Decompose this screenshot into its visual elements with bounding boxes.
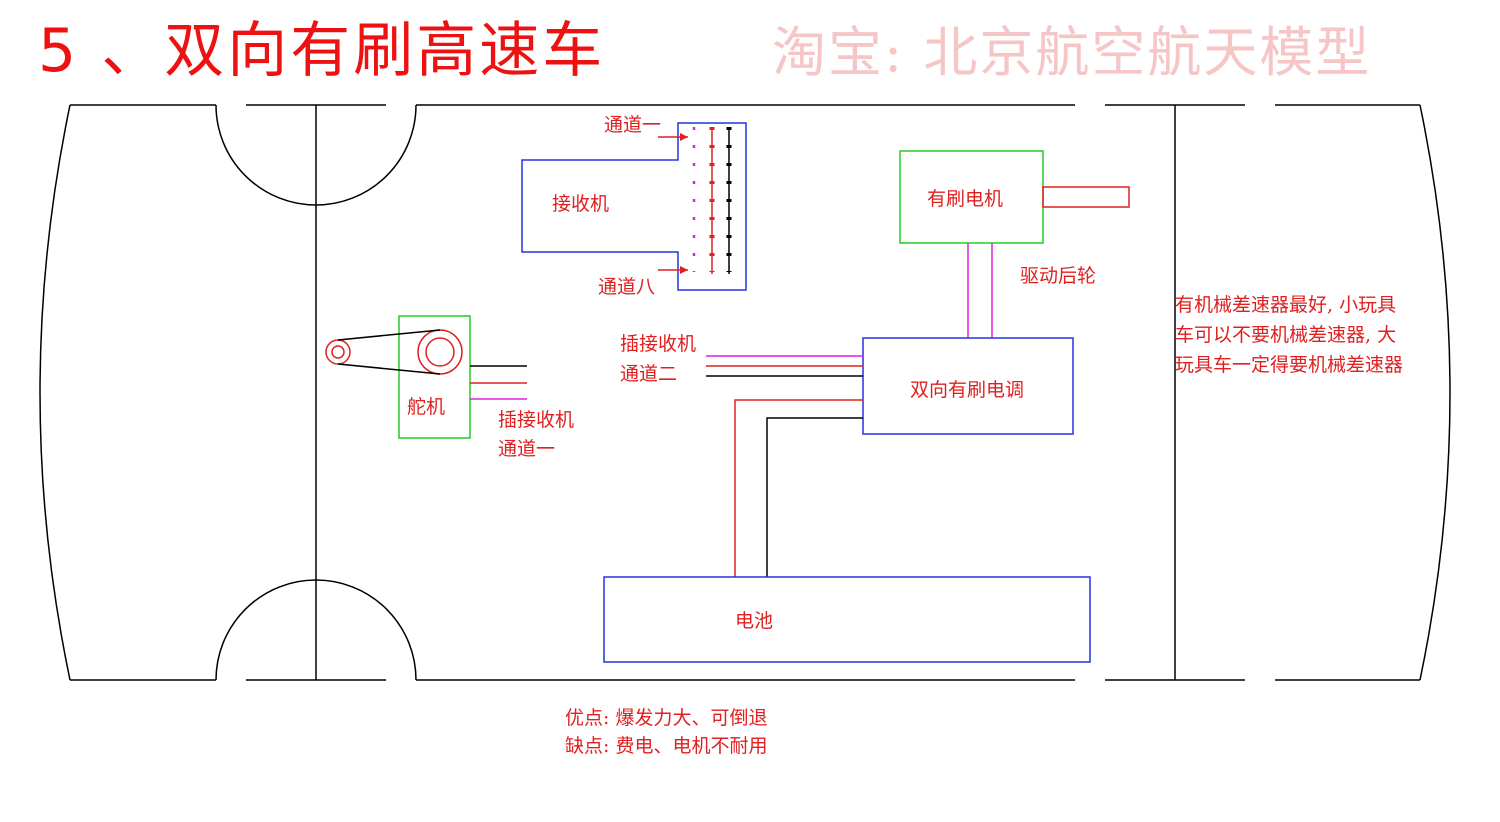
channel-1-arrowhead: [680, 133, 688, 141]
channel-2-label: 通道二: [620, 363, 677, 385]
servo: 舵机 插接收机 通道一: [325, 315, 574, 460]
motor-shaft: [1042, 186, 1130, 208]
esc-label: 双向有刷电调: [910, 379, 1024, 401]
receiver: 接收机 通道一 通道八: [521, 114, 747, 298]
servo-label: 舵机: [407, 396, 445, 418]
left-chassis-edge: [39, 104, 71, 681]
note-line-1: 有机械差速器最好, 小玩具: [1175, 294, 1396, 316]
battery: 电池: [603, 576, 1091, 663]
servo-channel-1-label: 通道一: [498, 438, 555, 460]
esc: 双向有刷电调: [862, 337, 1074, 435]
servo-arm-top: [337, 329, 441, 341]
brushed-motor: 有刷电机 驱动后轮: [899, 150, 1130, 287]
battery-lead-black: [766, 417, 863, 577]
receiver-box: [521, 122, 747, 291]
servo-arm-bottom: [337, 363, 441, 375]
servo-horn-large-inner: [425, 337, 455, 367]
right-chassis-edge: [1419, 104, 1451, 681]
battery-label: 电池: [735, 610, 773, 632]
servo-horn-small-outer: [325, 339, 351, 365]
battery-leads: [734, 399, 863, 577]
battery-lead-red: [734, 399, 863, 577]
motor-wires: [967, 243, 993, 338]
cons-text: 缺点: 费电、电机不耐用: [565, 735, 767, 757]
servo-box: [398, 315, 471, 439]
diagram-title: 5 、双向有刷高速车: [38, 16, 606, 86]
motor-label: 有刷电机: [927, 188, 1003, 210]
channel-8-label: 通道八: [598, 276, 655, 298]
servo-horn-small-inner: [331, 345, 345, 359]
battery-box: [603, 576, 1091, 663]
drive-rear-label: 驱动后轮: [1020, 265, 1096, 287]
esc-box: [862, 337, 1074, 435]
receiver-label: 接收机: [552, 193, 609, 215]
channel-8-arrowhead: [680, 266, 688, 274]
car-chassis: [39, 104, 1451, 681]
plug-receiver-label-a: 插接收机: [620, 333, 696, 355]
note-line-2: 车可以不要机械差速器, 大: [1175, 324, 1396, 346]
esc-signal-lead: [706, 355, 863, 377]
watermark: 淘宝: 北京航空航天模型: [772, 21, 1372, 84]
plug-receiver-label-b: 插接收机: [498, 409, 574, 431]
note-line-3: 玩具车一定得要机械差速器: [1175, 354, 1403, 376]
channel-1-label: 通道一: [604, 114, 661, 136]
pros-text: 优点: 爆发力大、可倒退: [565, 707, 767, 729]
servo-horn-large-outer: [417, 329, 463, 375]
